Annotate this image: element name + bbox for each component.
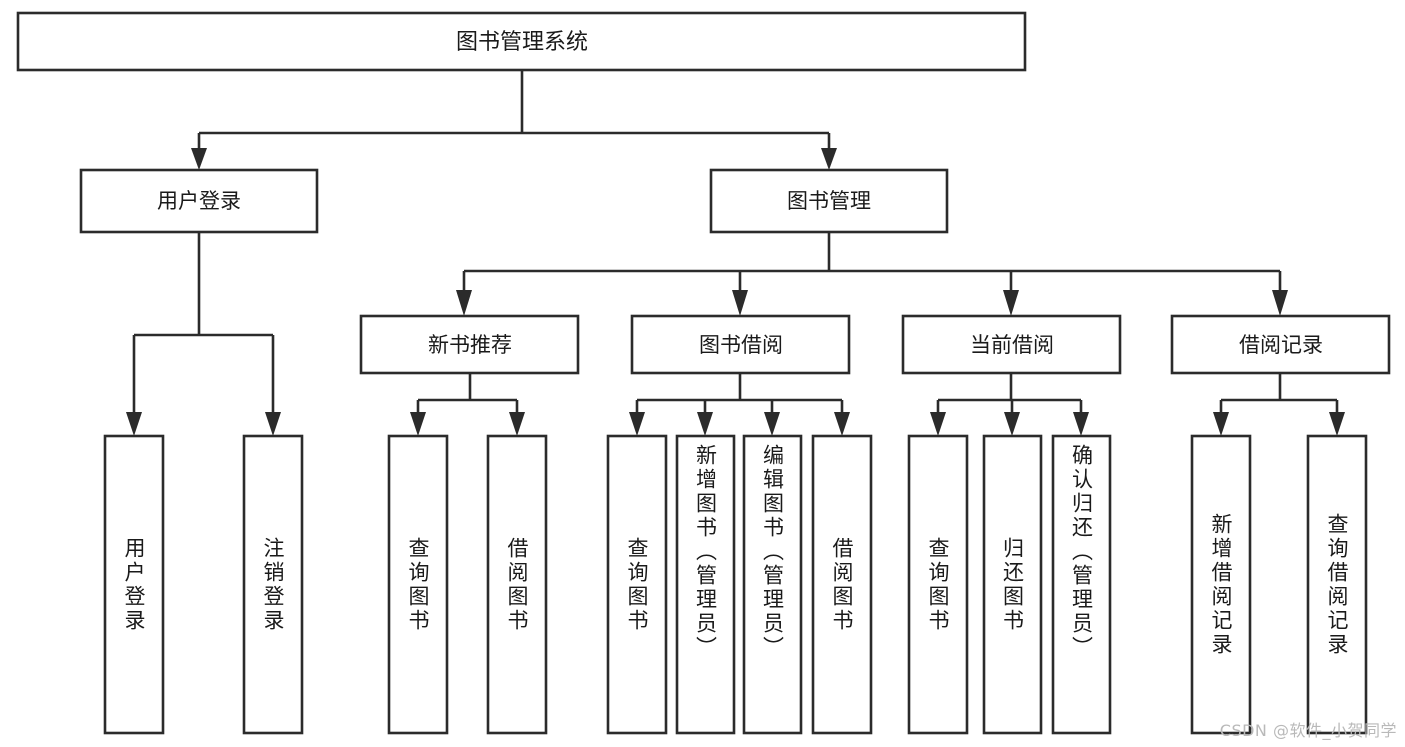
leaf-box-current-return[interactable]: [982, 434, 1043, 735]
node-book-borrow-label: 图书借阅: [699, 333, 783, 357]
arrow-currentborrow-leaf-2: [1004, 412, 1020, 436]
arrow-currentborrow: [1003, 290, 1019, 316]
node-current-borrow[interactable]: 当前借阅: [901, 314, 1122, 375]
leaf-box-logout[interactable]: [242, 434, 304, 735]
arrow-bookborrow-leaf-3: [764, 412, 780, 436]
leaf-box-borrow-borrow[interactable]: [811, 434, 873, 735]
arrow-newbook-leaf-1: [410, 412, 426, 436]
node-root[interactable]: 图书管理系统: [16, 11, 1027, 72]
node-book-manage[interactable]: 图书管理: [709, 168, 949, 234]
node-book-manage-label: 图书管理: [787, 189, 871, 213]
leaf-box-record-add[interactable]: [1190, 434, 1252, 735]
node-user-login[interactable]: 用户登录: [79, 168, 319, 234]
arrow-newbook-leaf-2: [509, 412, 525, 436]
leaf-box-newbook-borrow[interactable]: [486, 434, 548, 735]
node-user-login-label: 用户登录: [157, 189, 241, 213]
leaf-box-current-confirm[interactable]: [1051, 434, 1112, 735]
node-root-box[interactable]: [16, 11, 1027, 72]
node-root-label: 图书管理系统: [456, 30, 588, 55]
node-borrow-record[interactable]: 借阅记录: [1170, 314, 1391, 375]
arrow-currentborrow-leaf-3: [1073, 412, 1089, 436]
node-user-login-box[interactable]: [79, 168, 319, 234]
leaf-box-layer: [103, 434, 1368, 735]
node-new-book-recommend[interactable]: 新书推荐: [359, 314, 580, 375]
node-book-borrow-box[interactable]: [630, 314, 851, 375]
arrow-book-manage: [821, 148, 837, 170]
leaf-box-borrow-add[interactable]: [675, 434, 736, 735]
arrow-borrowrecord-leaf-2: [1329, 412, 1345, 436]
leaf-box-user-login[interactable]: [103, 434, 165, 735]
arrow-leaf-logout: [265, 412, 281, 436]
leaf-box-newbook-query[interactable]: [387, 434, 449, 735]
node-current-borrow-box[interactable]: [901, 314, 1122, 375]
arrow-leaf-user-login: [126, 412, 142, 436]
arrow-bookborrow-leaf-1: [629, 412, 645, 436]
node-borrow-record-box[interactable]: [1170, 314, 1391, 375]
arrow-borrowrecord: [1272, 290, 1288, 316]
node-new-book-recommend-box[interactable]: [359, 314, 580, 375]
connector-layer: [126, 70, 1345, 436]
node-book-borrow[interactable]: 图书借阅: [630, 314, 851, 375]
node-new-book-recommend-label: 新书推荐: [428, 333, 512, 357]
arrow-newbook: [456, 290, 472, 316]
leaf-box-borrow-query[interactable]: [606, 434, 668, 735]
node-book-manage-box[interactable]: [709, 168, 949, 234]
node-current-borrow-label: 当前借阅: [970, 333, 1054, 357]
arrow-borrowrecord-leaf-1: [1213, 412, 1229, 436]
arrow-user-login: [191, 148, 207, 170]
leaf-box-current-query[interactable]: [907, 434, 969, 735]
leaf-box-borrow-edit[interactable]: [742, 434, 803, 735]
arrow-currentborrow-leaf-1: [930, 412, 946, 436]
csdn-watermark: CSDN @软件_小贺同学: [1219, 721, 1397, 740]
arrow-bookborrow: [732, 290, 748, 316]
node-borrow-record-label: 借阅记录: [1239, 333, 1323, 357]
arrow-bookborrow-leaf-4: [834, 412, 850, 436]
arrow-bookborrow-leaf-2: [697, 412, 713, 436]
leaf-box-record-query[interactable]: [1306, 434, 1368, 735]
